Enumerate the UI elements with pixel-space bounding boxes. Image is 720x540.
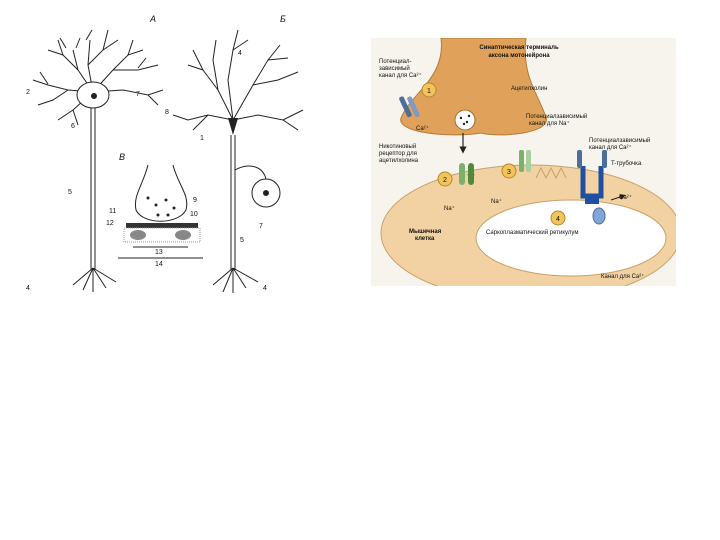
label-num-12: 12 [106, 220, 114, 227]
neuron-a-axon [91, 108, 95, 270]
ttubule-ca-channel-left [577, 150, 582, 168]
sr-ca-channel [593, 208, 605, 224]
label-num-13: 13 [155, 249, 163, 256]
step-4-number: 4 [556, 216, 560, 223]
na-channel-label-2: канал для Na⁺ [529, 120, 570, 127]
glial-nucleus [263, 190, 269, 196]
label-num-5: 5 [68, 189, 72, 196]
neuron-b-axon [231, 135, 235, 270]
nicotinic-receptor-left [459, 163, 465, 185]
neuron-a-dendrites [33, 30, 163, 125]
label-num-9: 9 [193, 197, 197, 204]
ttubule-ca-label-2: канал для Ca²⁺ [589, 144, 632, 151]
label-num-4: 4 [26, 285, 30, 292]
neuromuscular-synapse-diagram: 1 2 3 4 Синаптическая терминаль аксона м… [371, 38, 676, 286]
ca-ion-label: Ca²⁺ [416, 125, 429, 132]
label-num-2: 2 [26, 89, 30, 96]
nicotinic-label-1: Никотиновый [379, 143, 416, 150]
ttubule-ca-label-1: Потенциалзависимый [589, 137, 650, 144]
ttubule-label: T-трубочка [611, 161, 642, 167]
title-line1: Синаптическая терминаль [479, 45, 559, 51]
sarcoplasmic-label: Саркоплазматический ретикулум [486, 229, 578, 236]
step-2-number: 2 [443, 177, 447, 184]
ca-channel-label-2: зависимый [379, 65, 410, 72]
panel-letter-a: А [149, 14, 156, 24]
ttubule-ca-channel-right [602, 150, 607, 168]
panel-letter-v: В [119, 152, 125, 162]
step-1: 1 [422, 83, 436, 97]
label-num-11: 11 [109, 208, 116, 215]
nicotinic-label-3: ацетилхолина [379, 158, 419, 164]
step-2: 2 [438, 172, 452, 186]
label-num-7b: 7 [259, 223, 263, 230]
step-3-number: 3 [507, 169, 511, 176]
label-num-7: 7 [136, 91, 140, 98]
sarcoplasmic-reticulum [476, 200, 666, 276]
label-num-4b: 4 [238, 50, 242, 57]
step-1-number: 1 [427, 88, 431, 95]
label-num-6: 6 [71, 123, 75, 130]
neuron-a-nucleus [91, 93, 97, 99]
na-ion-label-1: Na⁺ [491, 198, 502, 205]
step-4: 4 [551, 211, 565, 225]
label-num-10: 10 [190, 211, 198, 218]
ca-channel-label-3: канал для Ca²⁺ [379, 72, 422, 79]
title-line2: аксона мотонейрона [488, 52, 550, 59]
label-num-14: 14 [155, 261, 163, 268]
label-num-5b: 5 [240, 237, 244, 244]
vesicle [455, 110, 475, 130]
neuron-line-drawing: А Б В 2 7 [18, 10, 310, 300]
step-3: 3 [502, 164, 516, 178]
sr-ca-channel-label: Канал для Ca²⁺ [601, 273, 644, 280]
neuron-b-terminals [213, 268, 258, 293]
nicotinic-label-2: рецептор для [379, 151, 417, 157]
muscle-label-1: Мышечная [409, 229, 442, 235]
na-channel-left [519, 150, 524, 172]
panel-letter-b: Б [280, 14, 286, 24]
na-channel-label-1: Потенциалзависимый [526, 113, 587, 120]
na-channel-right [526, 150, 531, 172]
neuron-a-terminals [73, 268, 116, 292]
muscle-label-2: клетка [415, 236, 435, 242]
nicotinic-receptor-right [468, 163, 474, 185]
label-num-8: 8 [165, 109, 169, 116]
na-ion-label-2: Na⁺ [444, 205, 455, 212]
label-num-1: 1 [200, 135, 204, 142]
ca-channel-label-1: Потенциал- [379, 59, 411, 65]
ttubule-base [585, 196, 599, 204]
acetylcholine-label: Ацетилхолин [511, 86, 547, 92]
label-num-4c: 4 [263, 285, 267, 292]
neuron-b-dendrites [173, 30, 303, 130]
ca-ion-label-2: Ca²⁺ [619, 194, 632, 201]
neuron-b-soma [228, 118, 238, 135]
